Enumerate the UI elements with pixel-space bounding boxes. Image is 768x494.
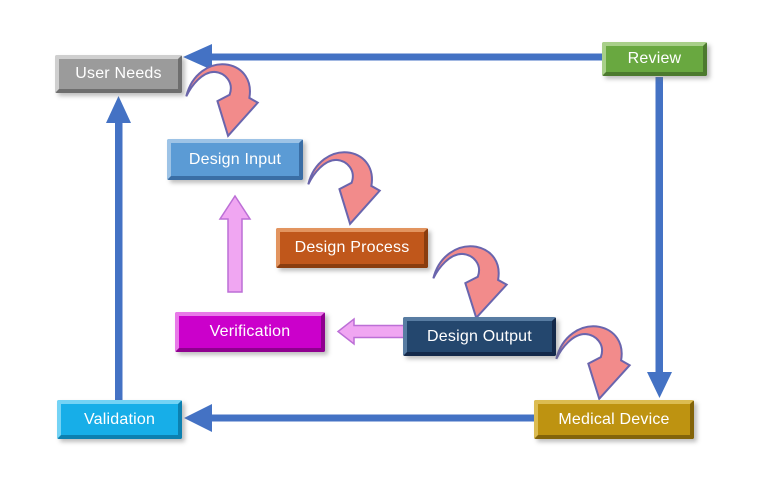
arrow-medical-device-to-validation	[184, 404, 534, 432]
arrow-review-to-medical-device	[647, 77, 672, 398]
node-design-process: Design Process	[276, 228, 428, 268]
arrow-review-to-user-needs	[183, 44, 602, 70]
curved-arrow-design-process-to-design-output	[432, 245, 508, 319]
node-validation: Validation	[57, 400, 182, 439]
node-review: Review	[602, 42, 707, 76]
arrow-design-output-to-verification	[336, 317, 405, 346]
curved-arrow-design-output-to-medical-device	[555, 325, 631, 400]
node-design-output: Design Output	[403, 317, 556, 356]
node-medical-device: Medical Device	[534, 400, 694, 439]
arrow-validation-to-user-needs	[106, 96, 131, 400]
node-verification: Verification	[175, 312, 325, 352]
arrow-verification-to-design-input	[218, 194, 252, 293]
node-user-needs: User Needs	[55, 55, 182, 93]
curved-arrow-design-input-to-design-process	[307, 151, 381, 225]
curved-arrow-user-needs-to-design-input	[185, 63, 259, 137]
node-design-input: Design Input	[167, 139, 303, 180]
